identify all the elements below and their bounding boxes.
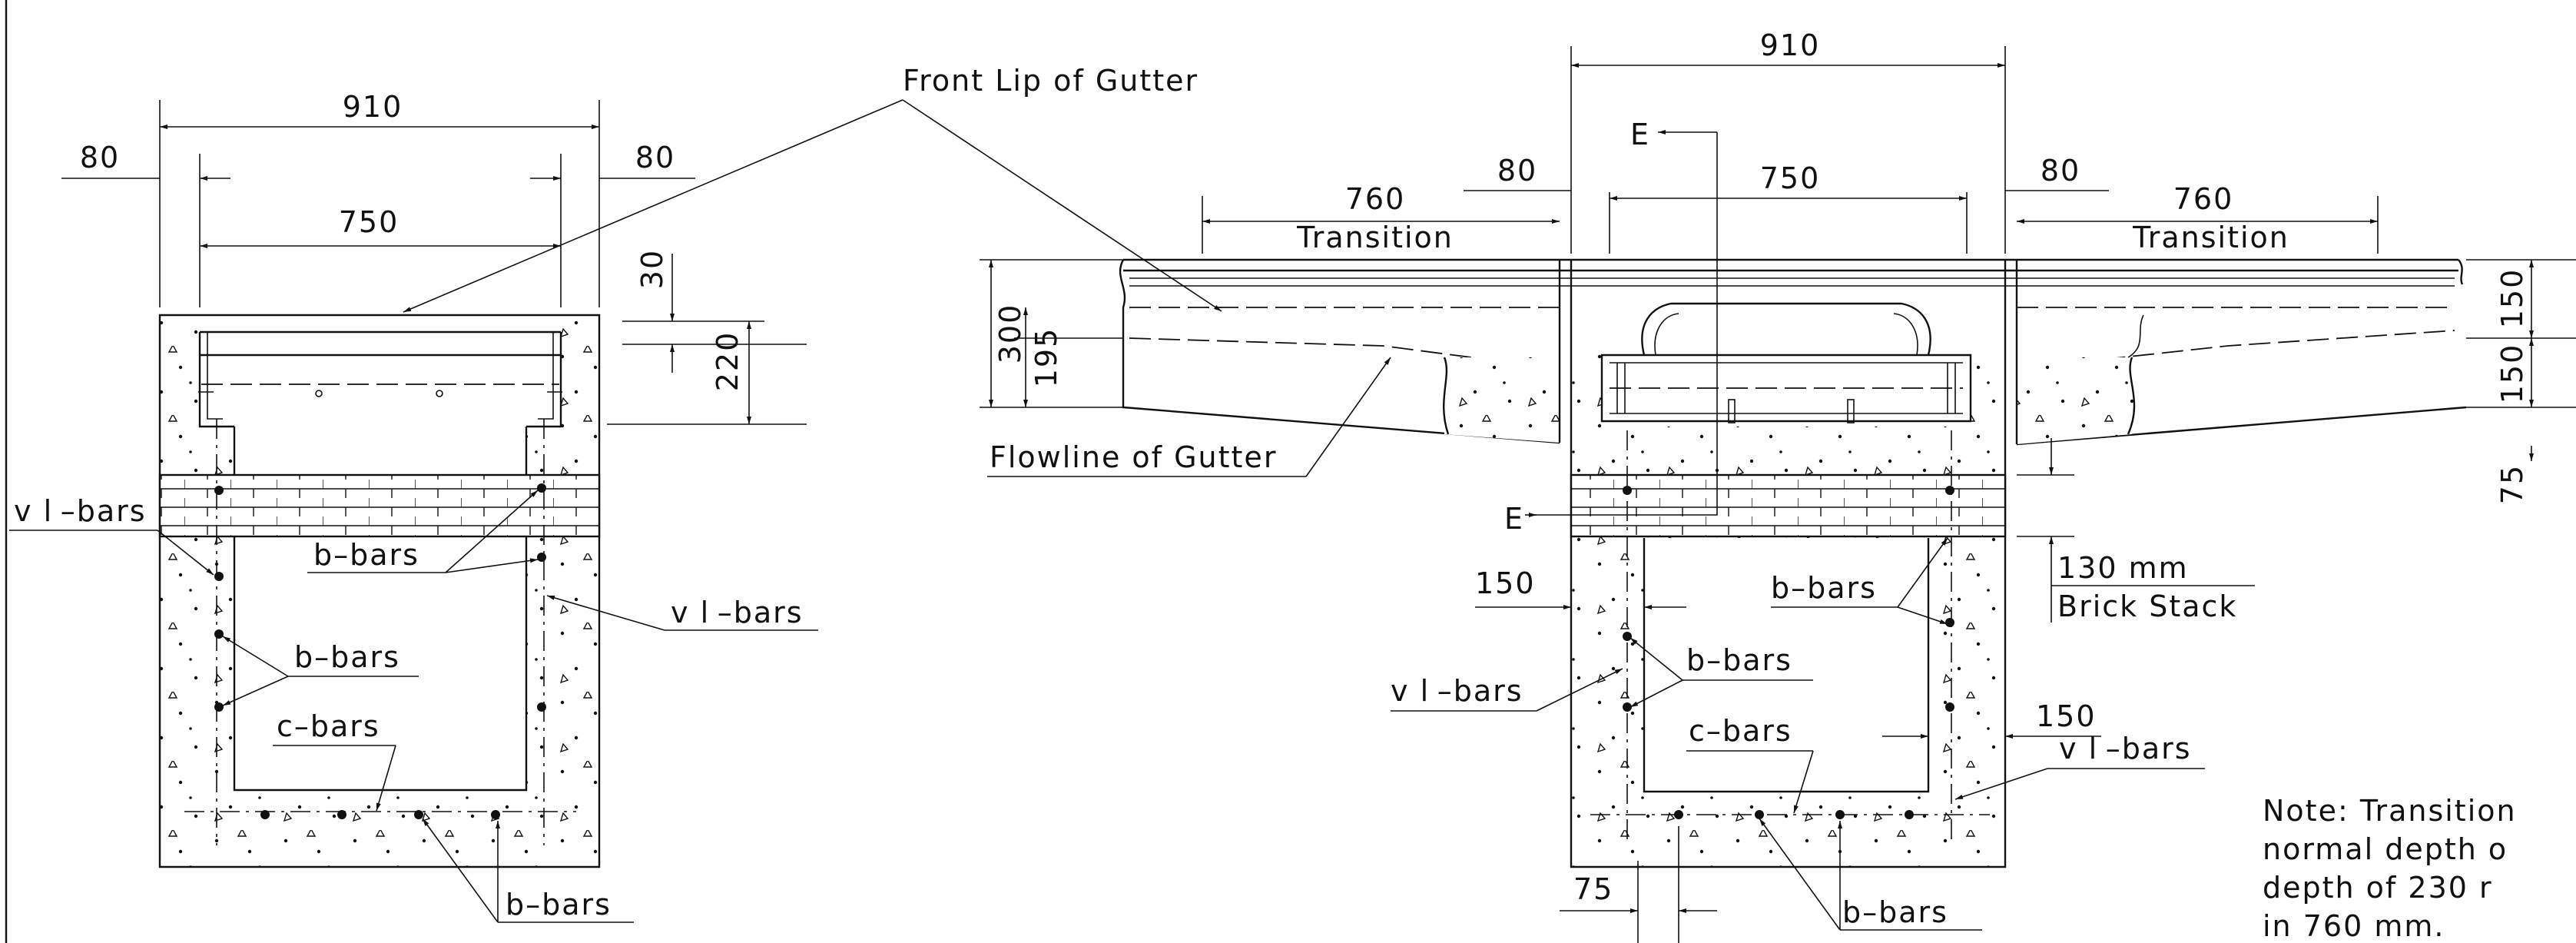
right-label-b-bars-middle: b–bars [1686,643,1792,677]
right-dim-150-top: 150 [2495,268,2529,329]
right-dim-195: 195 [1029,327,1063,388]
label-brick-stack: Brick Stack [2057,589,2237,623]
section-mark-e-top: E [1630,118,1650,151]
label-front-lip-of-gutter: Front Lip of Gutter [903,64,1198,98]
right-label-c-bars: c–bars [1689,714,1792,748]
right-chamber-outline [1643,538,1930,793]
left-label-b-bars-bottom: b–bars [506,888,612,921]
left-chamber-outline [233,427,528,792]
right-label-transition-right: Transition [2132,221,2289,254]
right-label-vl-bars-right: v l –bars [2059,732,2192,765]
left-label-vl-bars-right: v l –bars [671,596,804,629]
right-dim-150-mid: 150 [2495,344,2529,404]
left-dim-80-right: 80 [635,141,675,174]
left-dim-80-left: 80 [80,141,120,174]
left-outline [158,314,601,868]
right-label-b-bars-upper: b–bars [1771,571,1877,605]
right-dim-750: 750 [1760,161,1821,195]
right-dim-80-left: 80 [1497,154,1537,188]
right-dim-150-wall-left: 150 [1475,566,1536,600]
left-label-c-bars: c–bars [277,709,380,743]
right-dim-75-bottom: 75 [1573,872,1613,906]
left-label-b-bars-middle: b–bars [294,640,400,674]
left-dim-750: 750 [339,205,399,239]
left-dim-220: 220 [711,331,744,392]
right-dim-910: 910 [1760,28,1821,62]
note-line-1: Note: Transition [2263,794,2517,828]
left-dim-910: 910 [343,90,403,124]
right-dim-760-left: 760 [1345,182,1406,216]
section-mark-e-bottom: E [1504,502,1524,536]
label-flowline-of-gutter: Flowline of Gutter [990,440,1277,474]
right-dim-75-side: 75 [2495,464,2529,504]
right-dim-150-wall-right: 150 [2036,699,2097,733]
flowline-dashed [1129,337,1560,370]
note-line-3: depth of 230 r [2263,871,2493,905]
left-label-vl-bars-left: v l –bars [14,494,147,528]
left-dim-30: 30 [635,249,669,289]
left-brick-band [158,473,601,538]
left-section [9,99,903,923]
left-transition-outline [1119,259,1560,444]
right-dim-300: 300 [993,304,1027,364]
note-line-2: normal depth o [2263,832,2508,866]
right-label-transition-left: Transition [1296,221,1454,254]
label-130-mm: 130 mm [2057,551,2189,585]
right-section [902,46,2576,943]
right-basin-outline [1570,260,2007,868]
right-dim-760-right: 760 [2173,182,2234,216]
right-label-b-bars-bottom: b–bars [1842,895,1948,929]
right-dim-80-right: 80 [2041,154,2080,188]
right-brick-band [1570,473,2007,538]
left-label-b-bars-upper: b–bars [313,538,419,572]
right-label-vl-bars-left: v l –bars [1391,674,1523,708]
note-line-4: in 760 mm. [2263,909,2445,943]
